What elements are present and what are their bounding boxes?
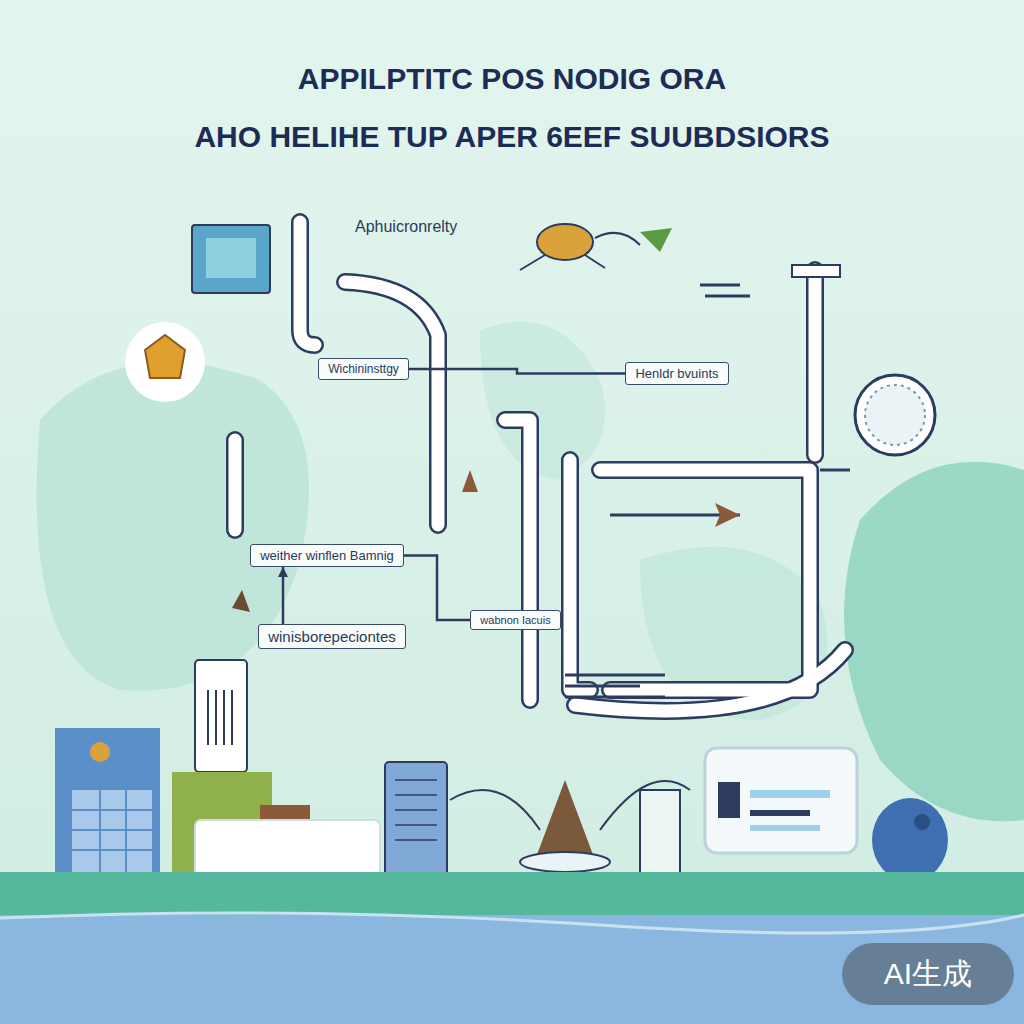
- diagram-title: APPILPTITC POS NODIG ORA: [0, 62, 1024, 96]
- box-text: Wichininsttgy: [328, 362, 399, 376]
- arrow-symbol: [462, 470, 478, 492]
- building: [72, 790, 152, 875]
- title-text: APPILPTITC POS NODIG ORA: [298, 62, 726, 95]
- bottle-icon: [195, 660, 247, 772]
- free-label: Aphuicronrelty: [355, 218, 555, 236]
- building: [55, 728, 160, 878]
- label-text: AI生成: [884, 954, 972, 995]
- server: [385, 762, 447, 877]
- pipe-cap: [792, 265, 840, 277]
- process-box: wabnon Iacuis: [470, 610, 561, 630]
- label-text: Aphuicronrelty: [355, 218, 457, 235]
- process-box: weither winflen Bamnig: [250, 544, 404, 567]
- bug-icon: [537, 224, 593, 260]
- device-icon: [192, 225, 270, 293]
- subtitle: AHO HELIHE TUP APER 6EEF SUUBDSIORS: [0, 120, 1024, 154]
- watermark: AI生成: [842, 943, 1014, 1005]
- arrow-symbol: [715, 503, 740, 527]
- leaf-icon: [640, 228, 672, 252]
- watermark-pill: [842, 943, 1014, 1005]
- connector: [404, 556, 470, 621]
- device-screen: [206, 238, 256, 278]
- pipes: [235, 222, 845, 711]
- gear-badge: [125, 322, 205, 402]
- connector: [282, 567, 285, 624]
- box-text: Henldr bvuints: [635, 366, 718, 381]
- pyramid: [535, 780, 595, 860]
- blob-figure: [872, 798, 948, 882]
- connector: [409, 369, 625, 374]
- monitor-card: [705, 748, 857, 853]
- teal-blob: [480, 322, 605, 480]
- box-text: wabnon Iacuis: [480, 614, 550, 626]
- machine: [195, 820, 380, 878]
- gear-icon: [145, 335, 185, 378]
- label-text: AHO HELIHE TUP APER 6EEF SUUBDSIORS: [194, 120, 829, 153]
- box-text: weither winflen Bamnig: [260, 548, 394, 563]
- clock-icon: [855, 375, 935, 455]
- box-text: winisborepeciontes: [268, 628, 396, 645]
- process-box: Henldr bvuints: [625, 362, 729, 385]
- process-box: winisborepeciontes: [258, 624, 406, 649]
- teal-blob: [844, 462, 1024, 821]
- process-box: Wichininsttgy: [318, 358, 409, 380]
- cabinet: [640, 790, 680, 875]
- dash-marks: [565, 285, 850, 697]
- arrow-symbol: [232, 590, 250, 612]
